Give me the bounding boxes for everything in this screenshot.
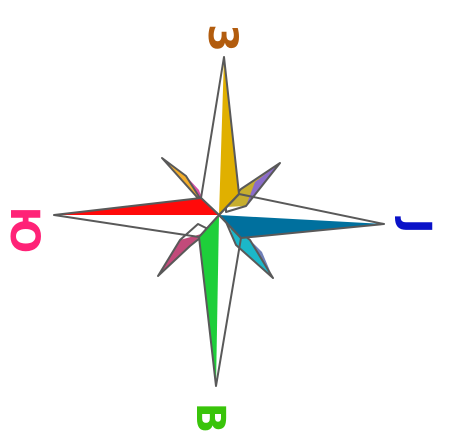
- south-shade: [199, 215, 219, 386]
- north-shade: [219, 57, 239, 215]
- label-north: 3: [199, 24, 245, 52]
- label-east: J: [393, 216, 439, 234]
- label-south: B: [187, 403, 233, 434]
- label-west: Ю: [1, 207, 47, 254]
- major-point-west: [54, 198, 219, 237]
- major-point-north: [201, 57, 239, 215]
